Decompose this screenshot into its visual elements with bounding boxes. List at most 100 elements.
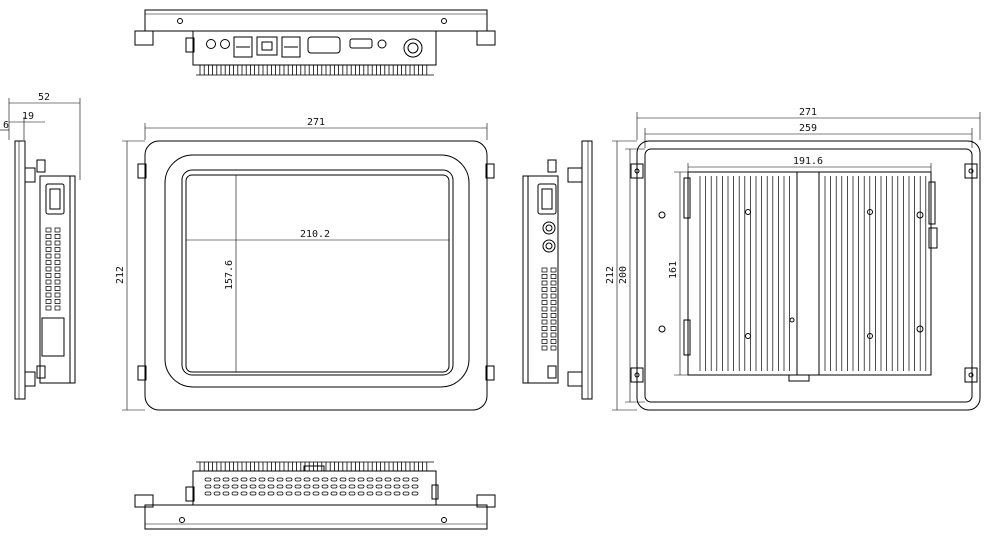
left-side-bezel bbox=[15, 141, 25, 399]
bottom-view-tab bbox=[304, 466, 324, 471]
vent-slot bbox=[551, 327, 556, 331]
rear-side-rail-right bbox=[929, 182, 935, 224]
vent-slot bbox=[376, 485, 382, 488]
vent-slot bbox=[268, 478, 274, 481]
front-view: 271 212 210.2 157.6 bbox=[115, 117, 494, 410]
vent-slot bbox=[259, 492, 265, 495]
top-view-led bbox=[378, 40, 386, 48]
left-side-clip-top bbox=[37, 160, 45, 172]
vent-slot bbox=[551, 288, 556, 292]
vent-slot bbox=[340, 492, 346, 495]
bottom-view bbox=[135, 462, 495, 529]
vent-slot bbox=[313, 485, 319, 488]
vent-slot bbox=[214, 492, 220, 495]
side-depth-label: 52 bbox=[38, 92, 50, 103]
vent-slot bbox=[295, 478, 301, 481]
vent-slot bbox=[304, 492, 310, 495]
vent-slot bbox=[367, 478, 373, 481]
right-side-clip-top bbox=[548, 160, 556, 172]
vent-slot bbox=[358, 485, 364, 488]
top-view-bracket-right bbox=[477, 31, 495, 45]
vent-slot bbox=[385, 478, 391, 481]
vent-slot bbox=[232, 485, 238, 488]
vent-slot bbox=[286, 485, 292, 488]
vent-slot bbox=[394, 485, 400, 488]
rear-bracket-hole bbox=[635, 373, 639, 377]
vent-slot bbox=[542, 307, 547, 311]
rear-side-rail-left-2 bbox=[684, 320, 690, 355]
side-offset-label: 19 bbox=[22, 111, 34, 122]
vent-slot bbox=[313, 492, 319, 495]
vent-slot bbox=[551, 307, 556, 311]
vent-slot bbox=[542, 340, 547, 344]
vent-slot bbox=[313, 478, 319, 481]
vent-slot bbox=[331, 492, 337, 495]
left-side-view: 52 19 6 bbox=[0, 92, 80, 399]
rear-heatsink-screw bbox=[746, 210, 751, 215]
vent-slot bbox=[46, 306, 51, 310]
vent-slot bbox=[205, 492, 211, 495]
left-side-housing bbox=[40, 176, 70, 383]
bottom-view-bracket-left bbox=[135, 495, 153, 507]
rear-bracket-bl bbox=[631, 368, 643, 382]
vent-slot bbox=[214, 485, 220, 488]
rear-width-label: 271 bbox=[799, 107, 817, 118]
top-view-lan-port bbox=[257, 37, 277, 55]
top-view-bezel bbox=[145, 10, 487, 31]
vent-slot bbox=[223, 478, 229, 481]
right-side-vent-slots bbox=[542, 268, 556, 350]
top-view-hdmi-port bbox=[350, 39, 372, 48]
vent-slot bbox=[55, 228, 60, 232]
vent-slot bbox=[55, 261, 60, 265]
vent-slot bbox=[55, 293, 60, 297]
bottom-view-screw-left bbox=[180, 518, 185, 523]
front-bracket-br bbox=[486, 366, 494, 380]
vent-slot bbox=[551, 346, 556, 350]
vent-slot bbox=[232, 478, 238, 481]
rear-mount-hole bbox=[659, 212, 665, 218]
rear-mount-hole bbox=[659, 326, 665, 332]
vent-slot bbox=[551, 294, 556, 298]
vent-slot bbox=[286, 478, 292, 481]
rear-height-label: 212 bbox=[605, 266, 616, 284]
bottom-view-bracket-right bbox=[477, 495, 495, 507]
vent-slot bbox=[349, 492, 355, 495]
vent-slot bbox=[277, 485, 283, 488]
bottom-view-heatsink-fins bbox=[196, 462, 434, 471]
vent-slot bbox=[46, 241, 51, 245]
vent-slot bbox=[259, 485, 265, 488]
rear-heatsink-tab bbox=[789, 375, 809, 381]
right-side-view bbox=[523, 141, 592, 399]
vent-slot bbox=[331, 478, 337, 481]
rear-bracket-tl bbox=[631, 164, 643, 178]
vent-slot bbox=[542, 281, 547, 285]
front-bracket-tl bbox=[138, 164, 146, 178]
vent-slot bbox=[259, 478, 265, 481]
front-screen-frame bbox=[182, 170, 453, 375]
vent-slot bbox=[55, 235, 60, 239]
top-view-usb-ports bbox=[234, 37, 252, 57]
front-bezel bbox=[145, 141, 487, 410]
left-side-bracket-bottom bbox=[25, 372, 35, 386]
rear-bracket-hole bbox=[969, 373, 973, 377]
vent-slot bbox=[403, 478, 409, 481]
vent-slot bbox=[349, 478, 355, 481]
top-view-bracket-left bbox=[135, 31, 153, 45]
front-width-label: 271 bbox=[307, 117, 325, 128]
vent-slot bbox=[232, 492, 238, 495]
vent-slot bbox=[551, 340, 556, 344]
vent-slot bbox=[542, 333, 547, 337]
vent-slot bbox=[551, 314, 556, 318]
vent-slot bbox=[367, 485, 373, 488]
vent-slot bbox=[412, 492, 418, 495]
vent-slot bbox=[55, 267, 60, 271]
vent-slot bbox=[46, 267, 51, 271]
vent-slot bbox=[241, 485, 247, 488]
vent-slot bbox=[349, 485, 355, 488]
rear-cutout-height-label: 200 bbox=[618, 266, 629, 284]
top-view-usb-ports-2 bbox=[282, 37, 300, 57]
vent-slot bbox=[551, 275, 556, 279]
vent-slot bbox=[304, 478, 310, 481]
vent-slot bbox=[551, 268, 556, 272]
